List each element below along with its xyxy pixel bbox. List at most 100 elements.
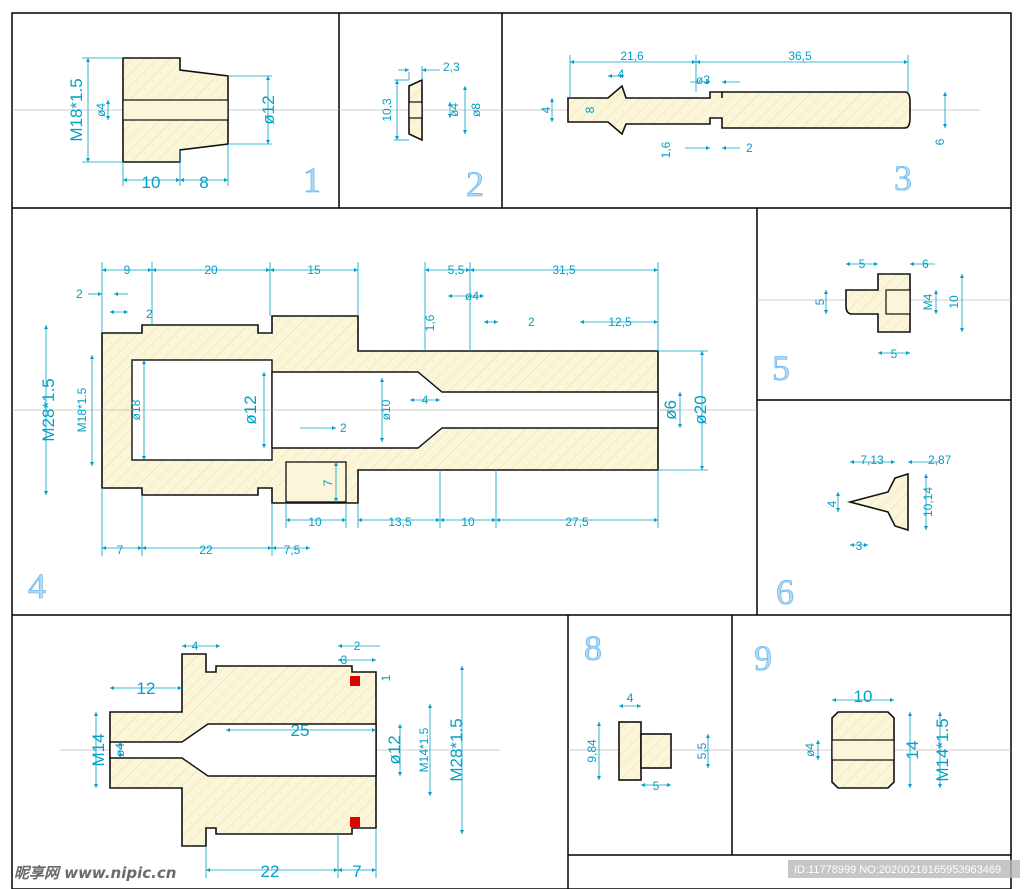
dim-width: 2,3 (443, 60, 460, 74)
part-number-8: 8 (584, 628, 602, 668)
dim-height: 10,3 (380, 98, 394, 122)
dim-len-b: 36,5 (788, 49, 812, 63)
dim-22: 22 (261, 862, 280, 881)
dim-len-a: 10 (142, 173, 161, 192)
part-9-drawing: 10 ø4 14 M14*1.5 9 (732, 638, 1011, 789)
dim-13-5: 13,5 (388, 515, 412, 529)
dim-m14: M14 (89, 733, 108, 766)
dim-5c: 5 (891, 347, 898, 361)
part-4-drawing: 9 20 15 5,5 31,5 2 2 1,6 ø4 2 12,5 M28*1… (12, 262, 757, 606)
dim-m14-15: M14*1.5 (417, 727, 431, 772)
dim-dia-18: ø18 (129, 399, 143, 420)
dim-dia-b: 8 (583, 106, 597, 113)
dim-5: 5 (653, 779, 660, 793)
dim-7: 7 (352, 862, 361, 881)
dim-dia: ø8 (469, 103, 483, 117)
dim-4: 4 (192, 639, 199, 653)
dim-10: 10 (947, 295, 961, 309)
dim-thread-18: M18*1.5 (75, 387, 89, 432)
dim-4: 4 (825, 500, 839, 507)
dim-bore: ø4 (447, 103, 461, 117)
dim-4: 4 (422, 393, 429, 407)
part-number-2: 2 (466, 164, 484, 204)
part-number-3: 3 (894, 158, 912, 198)
part-1-drawing: M18*1.5 ø4 ø12 10 8 1 (12, 57, 339, 200)
dim-10-14: 10,14 (921, 487, 935, 517)
dim-dia-c: 6 (933, 138, 947, 145)
sheet-frame (11, 12, 1012, 889)
part-number-1: 1 (303, 160, 321, 200)
dim-10b: 10 (461, 515, 475, 529)
dim-27-5: 27,5 (565, 515, 589, 529)
dim-10a: 10 (308, 515, 322, 529)
watermark-id: ID:11778999 NO:20200218165953963469 (794, 864, 1001, 876)
watermark-id-bar (788, 860, 1020, 878)
dim-dia-4: ø4 (803, 743, 817, 757)
dim-5-5: 5,5 (448, 263, 465, 277)
part-5-drawing: 5 6 5 M4 10 5 5 (757, 257, 1011, 388)
dim-dia-12: ø12 (385, 735, 404, 764)
dim-m28-15: M28*1.5 (447, 718, 466, 781)
part-number-4: 4 (28, 566, 46, 606)
part-8-drawing: 4 9,84 5,5 5 8 (568, 628, 732, 793)
dim-9: 9 (124, 263, 131, 277)
dim-bore: ø4 (94, 103, 108, 117)
dim-2: 2 (354, 639, 361, 653)
dim-5-5: 5,5 (695, 742, 709, 759)
dim-dia-20: ø20 (691, 395, 710, 424)
dim-m14: M14*1.5 (933, 718, 952, 781)
dim-12-5: 12,5 (608, 315, 632, 329)
dim-2-87: 2,87 (928, 453, 952, 467)
dim-10: 10 (854, 687, 873, 706)
dim-2b: 2 (146, 307, 153, 321)
dim-1: 1 (379, 674, 393, 681)
dim-thread-28: M28*1.5 (39, 378, 58, 441)
dim-m4: M4 (921, 293, 935, 310)
dim-groove: ø3 (696, 73, 710, 87)
dim-len-b: 8 (199, 173, 208, 192)
dim-4: 4 (627, 691, 634, 705)
dim-len-a: 21,6 (620, 49, 644, 63)
dim-6: 6 (922, 257, 929, 271)
dim-3: 3 (341, 653, 348, 667)
part-2-drawing: 2,3 10,3 ø4 ø8 2 (339, 60, 502, 204)
dim-14: 14 (903, 741, 922, 760)
dim-9-84: 9,84 (585, 739, 599, 763)
dim-len-c: 4 (618, 67, 625, 81)
dim-31-5: 31,5 (552, 263, 576, 277)
dim-dia-6: ø6 (661, 400, 680, 420)
dim-2c: 2 (528, 315, 535, 329)
watermark-site: 昵享网 www.nipic.cn (14, 864, 176, 882)
dim-1-6: 1,6 (423, 314, 437, 331)
part-6-drawing: 7,13 2,87 4 10,14 3 6 (776, 453, 952, 612)
dim-7: 7 (321, 479, 335, 486)
dim-dia: ø12 (259, 95, 278, 124)
dim-groove-w: 1,6 (659, 141, 673, 158)
part-3-drawing: 21,6 36,5 4 ø3 4 8 1,6 2 6 3 (502, 49, 980, 198)
dim-dia-a: 4 (539, 106, 553, 113)
dim-5a: 5 (859, 257, 866, 271)
part-number-9: 9 (754, 638, 772, 678)
dim-20: 20 (204, 263, 218, 277)
dim-22: 22 (199, 543, 213, 557)
dim-7b: 7 (117, 543, 124, 557)
dim-dia-10: ø10 (379, 399, 393, 420)
dim-dia-12: ø12 (241, 395, 260, 424)
dim-25: 25 (291, 721, 310, 740)
part-number-6: 6 (776, 572, 794, 612)
dim-groove-l: 2 (746, 141, 753, 155)
dim-7-13: 7,13 (860, 453, 884, 467)
dim-thread: M18*1.5 (67, 78, 86, 141)
dim-7-5: 7,5 (284, 543, 301, 557)
dim-3: 3 (856, 539, 863, 553)
part-number-5: 5 (772, 348, 790, 388)
dim-2a: 2 (76, 287, 83, 301)
dim-dia-4: ø4 (113, 743, 127, 757)
dim-dia-4: ø4 (465, 289, 479, 303)
dim-12: 12 (137, 679, 156, 698)
dim-15: 15 (307, 263, 321, 277)
part-7-drawing: 4 2 3 12 1 M14 ø4 25 ø12 M14*1.5 M28*1.5… (60, 639, 500, 881)
dim-2d: 2 (340, 421, 347, 435)
dim-5b: 5 (813, 298, 827, 305)
